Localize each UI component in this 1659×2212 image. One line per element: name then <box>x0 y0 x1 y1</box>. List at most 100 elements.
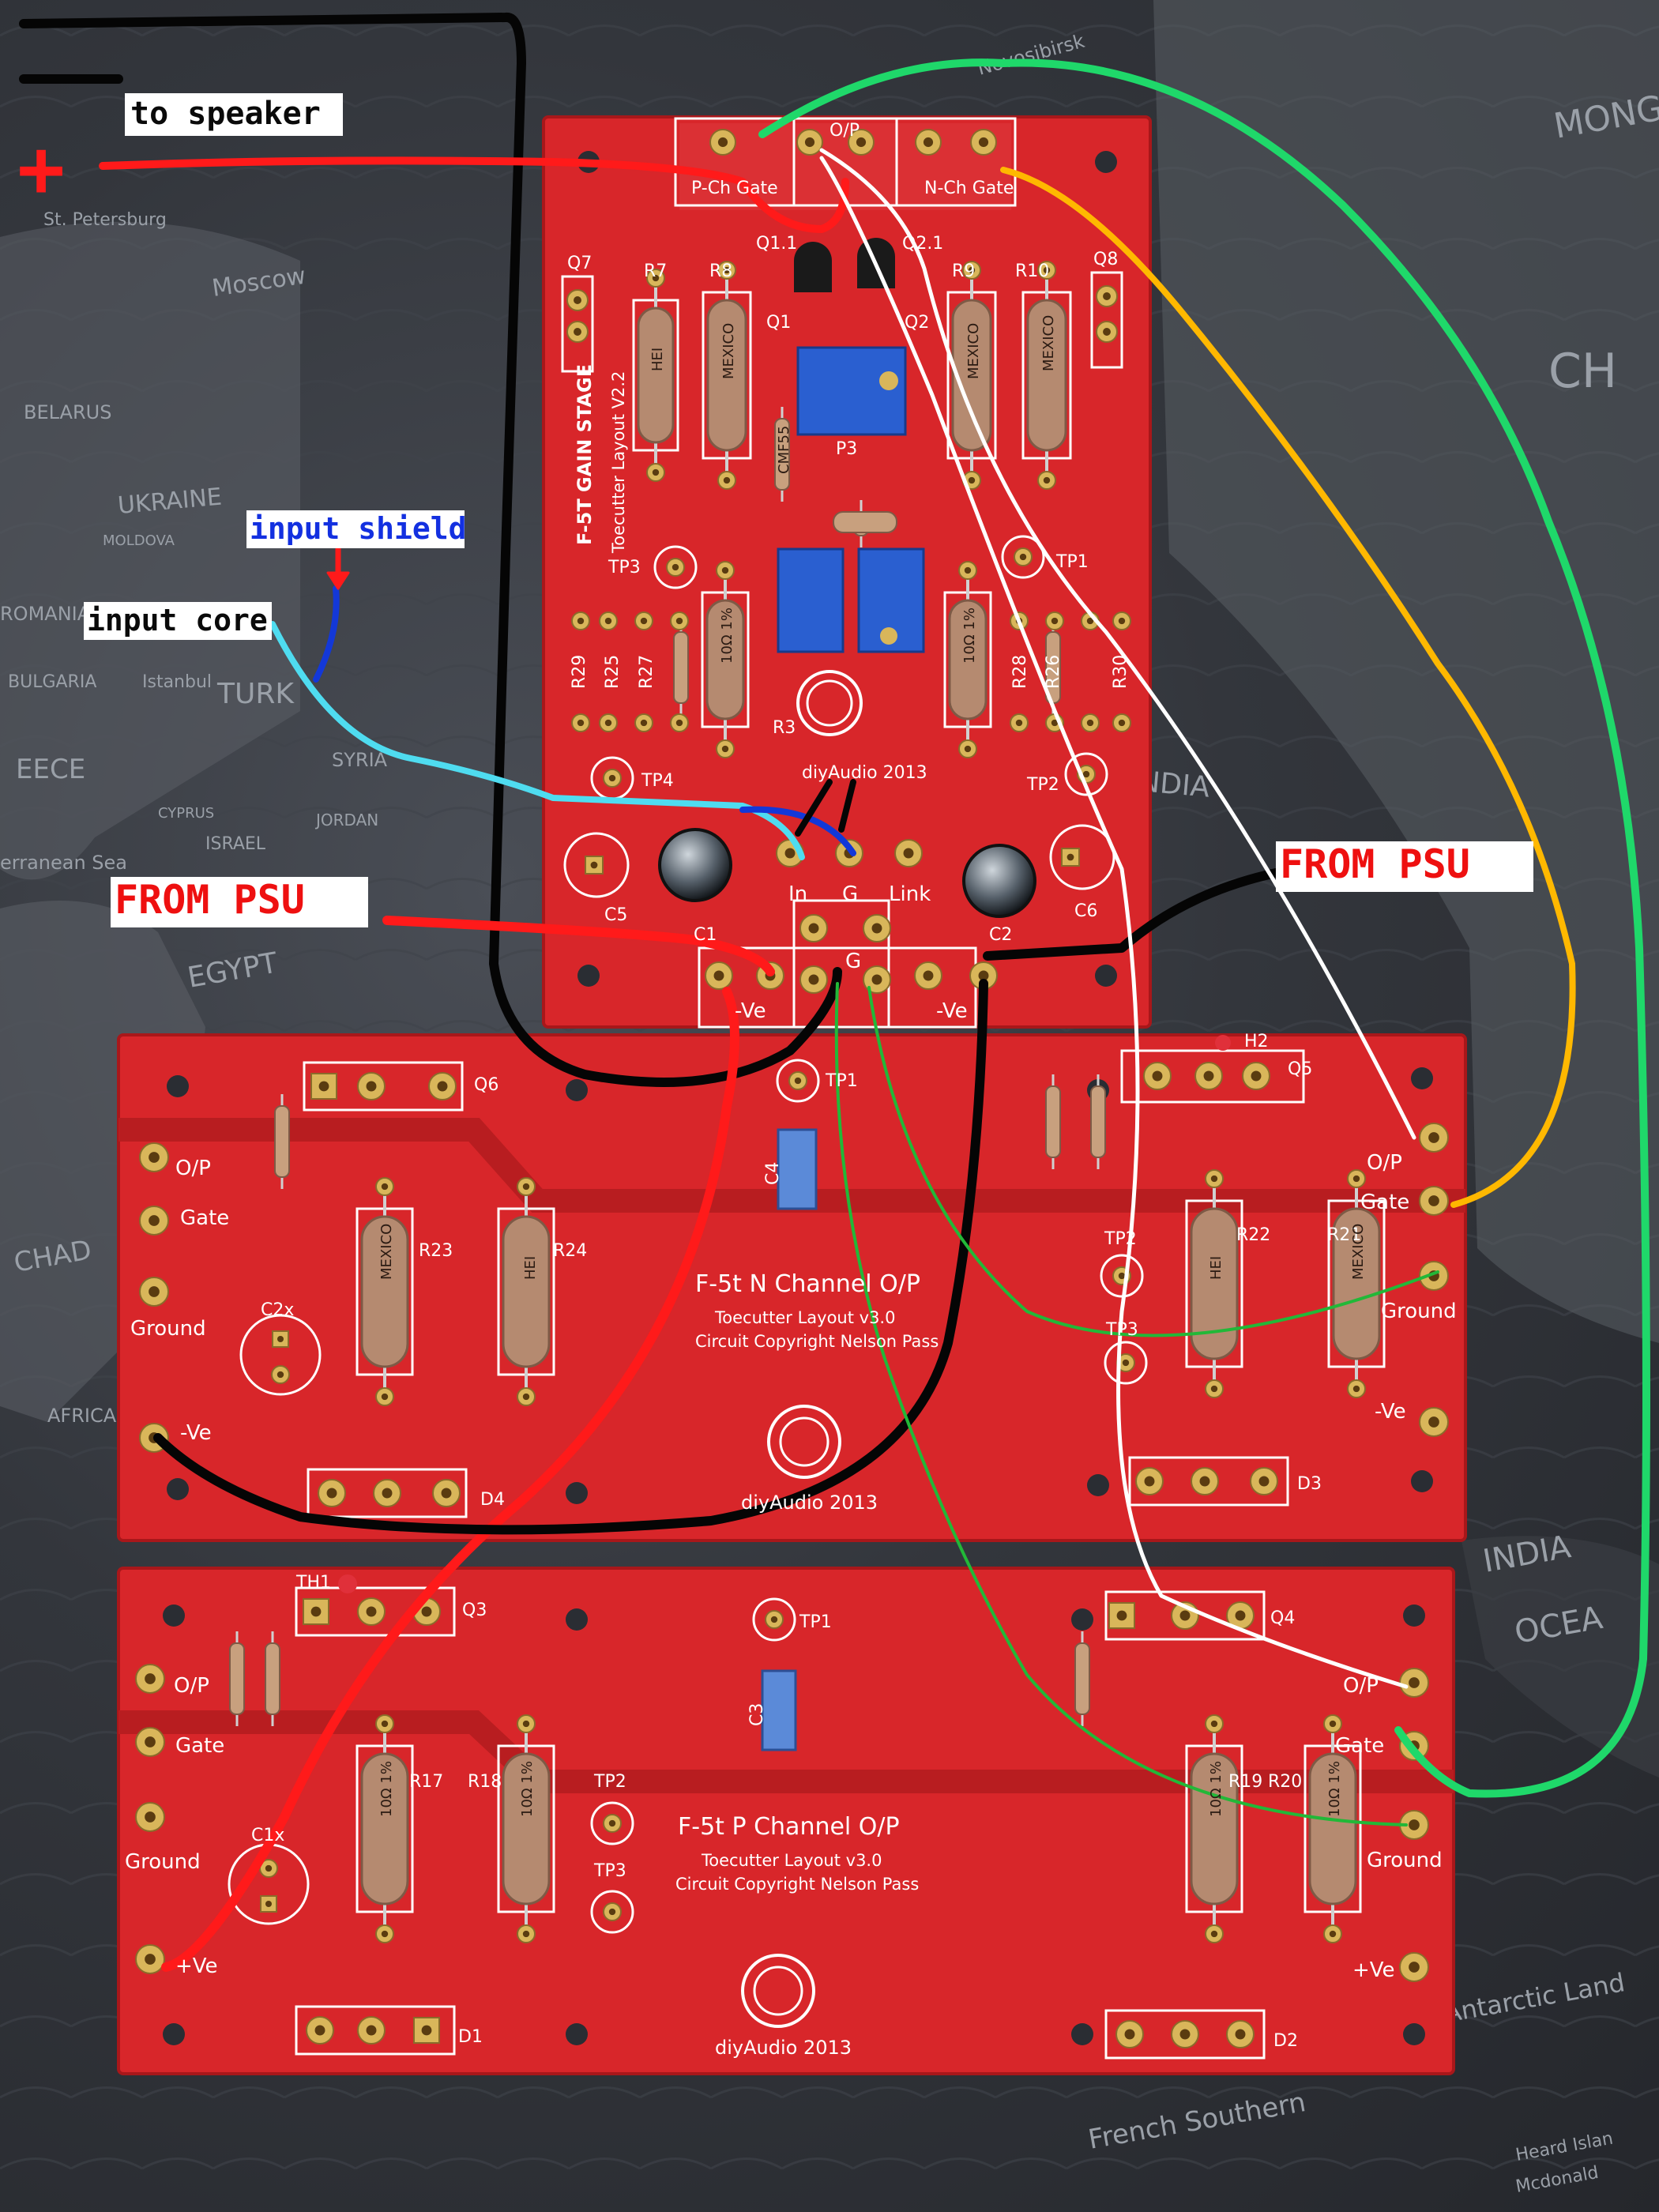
p-left-ground-label: Ground <box>125 1850 201 1874</box>
n-right-op-label: O/P <box>1367 1151 1402 1175</box>
label-n-q6: Q6 <box>474 1075 498 1095</box>
n-right-neg-label: -Ve <box>1375 1400 1406 1424</box>
p-channel-board <box>117 1567 1455 2075</box>
label-p-th1: TH1 <box>295 1573 331 1593</box>
map-label-turkey: TURK <box>216 678 295 710</box>
n-board-subtitle: Toecutter Layout v3.0 <box>714 1308 895 1327</box>
pad-ground-label: G <box>845 950 861 973</box>
pad-neg-right-label: -Ve <box>936 999 968 1023</box>
mounting-hole <box>1087 1474 1109 1496</box>
label-n-r21: R21 <box>1327 1225 1361 1245</box>
mounting-hole <box>163 2023 185 2045</box>
diyaudio-logo-p <box>741 1954 815 2028</box>
mounting-hole <box>1071 1608 1093 1631</box>
pad-neg-left-label: -Ve <box>735 999 766 1023</box>
resistor <box>705 599 745 720</box>
label-p-r17: R17 <box>409 1772 443 1792</box>
n-right-gate-label: Gate <box>1360 1191 1409 1214</box>
label-n-r23: R23 <box>419 1241 453 1261</box>
square-pad <box>310 1073 337 1100</box>
gain-pch-gate-label: P-Ch Gate <box>691 179 778 198</box>
diyaudio-logo-n <box>767 1405 841 1479</box>
resistor-marking-13: 10Ω 1% <box>1208 1761 1224 1817</box>
wire-green-nch-output <box>758 58 1650 1798</box>
label-gain-r3: R3 <box>773 718 796 738</box>
input-shield-label: input shield <box>250 511 467 546</box>
resistor-marking-14: 10Ω 1% <box>1326 1761 1343 1817</box>
label-n-th2: H2 <box>1244 1032 1269 1051</box>
small-resistor <box>229 1642 245 1715</box>
p-right-op-label: O/P <box>1343 1674 1379 1698</box>
wire-orange-nch-gate <box>1000 167 1576 1208</box>
test-point <box>1100 1254 1144 1298</box>
label-p-tp1: TP1 <box>799 1612 832 1632</box>
label-gain-r29: R29 <box>570 655 589 689</box>
resistor-marking-8: MEXICO <box>378 1224 395 1280</box>
gain-op-label: O/P <box>830 121 860 141</box>
mounting-hole <box>566 1482 588 1504</box>
label-p-c3: C3 <box>747 1703 767 1726</box>
wires <box>19 13 1650 1972</box>
label-gain-r28: R28 <box>1010 655 1030 689</box>
label-p-r20: R20 <box>1268 1772 1302 1792</box>
map-label-med-sea: erranean Sea <box>0 852 127 874</box>
map-label-bulgaria: BULGARIA <box>8 672 96 692</box>
small-resistor <box>1090 1085 1106 1158</box>
label-gain-r25: R25 <box>603 655 623 689</box>
capacitor-c3 <box>761 1669 797 1751</box>
small-resistor <box>265 1642 280 1715</box>
label-gain-p3: P3 <box>836 439 857 459</box>
test-point <box>1001 535 1045 579</box>
mounting-hole <box>566 1079 588 1101</box>
label-gain-r27: R27 <box>637 655 656 689</box>
label-gain-q11: Q1.1 <box>756 234 797 254</box>
label-n-tp2: TP2 <box>1104 1229 1137 1249</box>
resistor <box>637 307 675 444</box>
label-gain-r8: R8 <box>709 261 732 281</box>
p-left-gate-label: Gate <box>175 1734 224 1758</box>
label-gain-q21: Q2.1 <box>902 234 943 254</box>
resistor-marking-6: 10Ω 1% <box>961 608 978 664</box>
label-n-d3: D3 <box>1297 1474 1322 1494</box>
n-left-op-label: O/P <box>175 1157 211 1180</box>
resistor-marking-2: MEXICO <box>965 323 982 379</box>
capacitor-c5-outline <box>563 832 630 898</box>
wire-cyan-input-core <box>269 621 805 860</box>
label-p-tp2: TP2 <box>593 1772 626 1792</box>
label-n-r22: R22 <box>1236 1225 1270 1245</box>
mounting-hole <box>1403 1604 1425 1627</box>
label-gain-c2: C2 <box>989 925 1012 945</box>
n-board-credit: diyAudio 2013 <box>741 1492 878 1514</box>
capacitor-c6-outline <box>1049 824 1115 890</box>
silkscreen-text: O/P P-Ch Gate N-Ch Gate F-5T GAIN STAGE … <box>125 121 1457 2059</box>
label-gain-q8: Q8 <box>1093 250 1118 269</box>
label-p-d1: D1 <box>458 2027 483 2047</box>
resistor-marking-4: CMF55 <box>776 426 792 474</box>
map-label-syria: SYRIA <box>332 749 388 771</box>
trimmer-p3 <box>796 346 907 436</box>
resistor <box>502 1215 551 1368</box>
label-gain-q2: Q2 <box>905 313 929 333</box>
resistor <box>502 1752 551 1905</box>
n-board-title: F-5t N Channel O/P <box>695 1270 920 1298</box>
label-n-r24: R24 <box>553 1241 587 1261</box>
label-gain-r7: R7 <box>644 261 667 281</box>
test-point <box>653 545 698 589</box>
resistor <box>1308 1752 1357 1905</box>
gain-credit: diyAudio 2013 <box>802 763 927 783</box>
resistor-marking-3: MEXICO <box>1040 315 1057 371</box>
speaker-plus-label: + <box>17 122 65 215</box>
resistor <box>951 299 992 452</box>
map-label-belarus: BELARUS <box>24 401 111 423</box>
label-p-r18: R18 <box>468 1772 502 1792</box>
resistor-marking-10: HEI <box>1208 1256 1224 1280</box>
map-label-greece: EECE <box>16 754 85 785</box>
resistor-marking-1: MEXICO <box>720 323 737 379</box>
mounting-hole <box>577 965 600 987</box>
map-label-israel: ISRAEL <box>205 834 266 854</box>
mounting-hole <box>1071 2023 1093 2045</box>
label-n-tp1: TP1 <box>825 1071 858 1091</box>
small-resistor <box>774 418 790 491</box>
